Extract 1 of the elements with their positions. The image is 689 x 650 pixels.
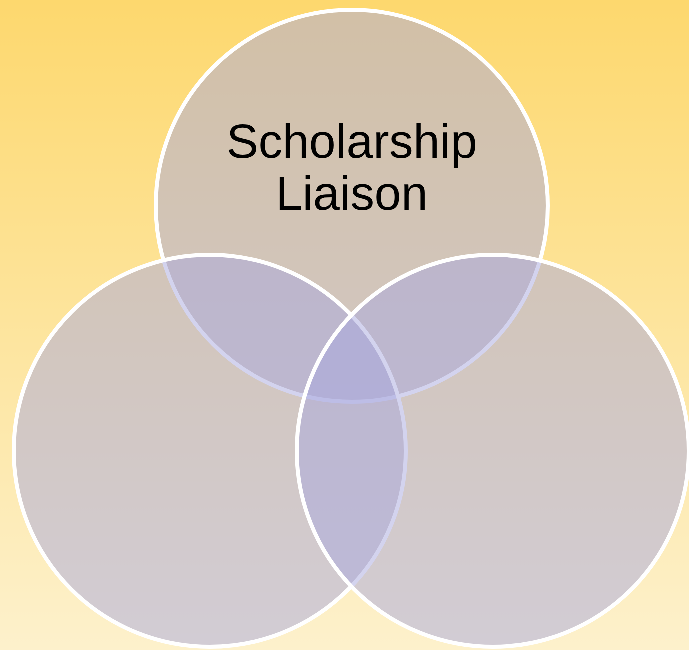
circle-label: Scholarship Liaison	[226, 117, 478, 221]
